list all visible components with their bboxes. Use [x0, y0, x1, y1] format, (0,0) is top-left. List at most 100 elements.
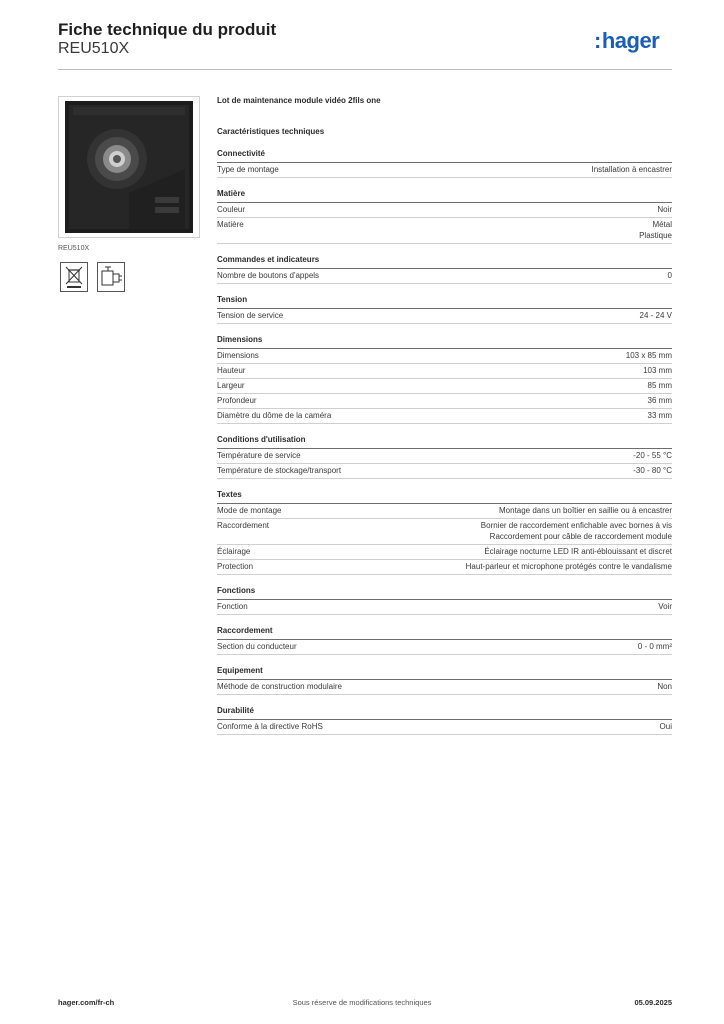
spec-content: Lot de maintenance module vidéo 2fils on… [217, 96, 672, 735]
spec-label: Dimensions [217, 351, 259, 360]
product-reference: REU510X [58, 40, 130, 57]
spec-label: Section du conducteur [217, 642, 297, 651]
spec-value: 0 [667, 271, 672, 280]
spec-row: Couleur Noir [217, 203, 672, 218]
spec-value: Oui [659, 722, 672, 731]
spec-label: Matière [217, 220, 244, 229]
section-title: Connectivité [217, 148, 672, 163]
section-title: Fonctions [217, 585, 672, 600]
section-title: Textes [217, 489, 672, 504]
spec-row: Fonction Voir [217, 600, 672, 615]
spec-value: 24 - 24 V [639, 311, 672, 320]
spec-value: Montage dans un boîtier en saillie ou à … [499, 506, 672, 515]
brand-name: hager [601, 28, 660, 53]
spec-value: 33 mm [647, 411, 672, 420]
spec-label: Hauteur [217, 366, 246, 375]
brand-logo: :hager [594, 28, 660, 54]
spec-value: 103 x 85 mm [625, 351, 672, 360]
section-title: Raccordement [217, 625, 672, 640]
spec-row: Protection Haut-parleur et microphone pro… [217, 560, 672, 575]
spec-value: Métal Plastique [639, 220, 672, 240]
spec-label: Profondeur [217, 396, 257, 405]
spec-label: Méthode de construction modulaire [217, 682, 342, 691]
section-title: Dimensions [217, 334, 672, 349]
spec-label: Type de montage [217, 165, 279, 174]
section-title: Commandes et indicateurs [217, 254, 672, 269]
footer-website-link[interactable]: hager.com/fr-ch [58, 998, 115, 1007]
spec-value: 36 mm [647, 396, 672, 405]
image-caption: REU510X [58, 245, 90, 252]
section-title: Conditions d'utilisation [217, 434, 672, 449]
spec-label: Largeur [217, 381, 245, 390]
logo-dots-icon: : [594, 28, 601, 53]
spec-row: Méthode de construction modulaire Non [217, 680, 672, 695]
spec-row: Conforme à la directive RoHS Oui [217, 720, 672, 735]
spec-value: -20 - 55 °C [633, 451, 672, 460]
section-title: Matière [217, 188, 672, 203]
spec-value: Éclairage nocturne LED IR anti-éblouissa… [484, 547, 672, 556]
spec-label: Température de stockage/transport [217, 466, 342, 475]
spec-value: Bornier de raccordement enfichable avec … [480, 521, 672, 541]
page-title: Fiche technique du produit [58, 20, 277, 39]
spec-label: Mode de montage [217, 506, 282, 515]
spec-row: Éclairage Éclairage nocturne LED IR anti-… [217, 545, 672, 560]
section-title: Equipement [217, 665, 672, 680]
spec-row: Température de stockage/transport -30 - 8… [217, 464, 672, 479]
spec-row: Dimensions 103 x 85 mm [217, 349, 672, 364]
spec-row: Matière Métal Plastique [217, 218, 672, 244]
spec-label: Conforme à la directive RoHS [217, 722, 323, 731]
spec-label: Nombre de boutons d'appels [217, 271, 320, 280]
spec-label: Protection [217, 562, 254, 571]
spec-value: 85 mm [647, 381, 672, 390]
footer-disclaimer: Sous réserve de modifications techniques [292, 998, 432, 1007]
section-title: Tension [217, 294, 672, 309]
spec-label: Couleur [217, 205, 246, 214]
spec-row: Nombre de boutons d'appels 0 [217, 269, 672, 284]
spec-heading: Caractéristiques techniques [217, 127, 325, 136]
spec-label: Température de service [217, 451, 301, 460]
spec-row: Hauteur 103 mm [217, 364, 672, 379]
spec-row: Section du conducteur 0 - 0 mm² [217, 640, 672, 655]
spec-value: 103 mm [643, 366, 672, 375]
footer-date: 05.09.2025 [634, 998, 672, 1007]
spec-value: Haut-parleur et microphone protégés cont… [465, 562, 672, 571]
spec-value: Non [657, 682, 672, 691]
spec-value: Noir [657, 205, 672, 214]
product-image [58, 96, 200, 238]
spec-value: Voir [658, 602, 672, 611]
spec-label: Fonction [217, 602, 248, 611]
spec-label: Raccordement [217, 521, 270, 530]
spec-value: 0 - 0 mm² [637, 642, 672, 651]
spec-row: Diamètre du dôme de la caméra 33 mm [217, 409, 672, 424]
section-title: Durabilité [217, 705, 672, 720]
spec-row: Tension de service 24 - 24 V [217, 309, 672, 324]
spec-row: Raccordement Bornier de raccordement enfi… [217, 519, 672, 545]
spec-row: Profondeur 36 mm [217, 394, 672, 409]
product-description: Lot de maintenance module vidéo 2fils on… [217, 96, 381, 105]
camera-module-icon [65, 101, 193, 233]
spec-label: Tension de service [217, 311, 284, 320]
spec-label: Éclairage [217, 547, 251, 556]
header-divider [58, 69, 672, 70]
spec-row: Largeur 85 mm [217, 379, 672, 394]
spec-value: -30 - 80 °C [633, 466, 672, 475]
spec-row: Mode de montage Montage dans un boîtier e… [217, 504, 672, 519]
energy-connection-icon [97, 262, 125, 292]
spec-row: Température de service -20 - 55 °C [217, 449, 672, 464]
weee-crossed-bin-icon [60, 262, 88, 292]
spec-label: Diamètre du dôme de la caméra [217, 411, 332, 420]
spec-value: Installation à encastrer [591, 165, 673, 174]
spec-row: Type de montage Installation à encastrer [217, 163, 672, 178]
